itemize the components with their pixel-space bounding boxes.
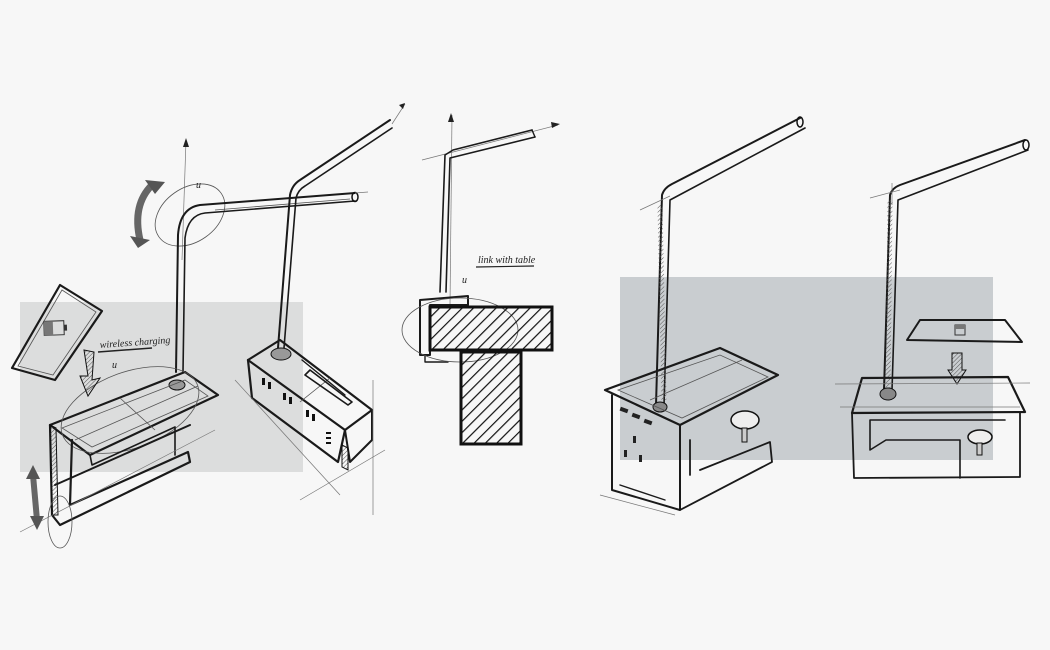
up-down-arrow-icon xyxy=(26,465,44,530)
right-background-panel xyxy=(620,277,993,460)
sketch-lamp-c: u link with table xyxy=(401,113,560,446)
power-strip-base xyxy=(246,338,374,471)
sketch-lamp-d xyxy=(599,116,806,516)
wireless-charging-label: wireless charging xyxy=(99,335,170,351)
down-arrow-icon xyxy=(79,349,102,398)
battery-icon xyxy=(43,320,68,336)
left-background-panel xyxy=(20,302,303,472)
rotate-mark: u xyxy=(196,180,201,191)
charging-pad xyxy=(906,319,1023,343)
link-with-table-label: link with table xyxy=(478,255,536,266)
sketch-lamp-b xyxy=(234,103,406,515)
svg-text:u: u xyxy=(112,360,117,371)
sketch-lamp-e xyxy=(834,139,1031,479)
charging-tray: u xyxy=(48,360,220,457)
phone-icon xyxy=(10,283,104,382)
down-arrow-icon xyxy=(947,352,967,385)
sketch-lamp-a: u u xyxy=(10,138,369,549)
svg-text:u: u xyxy=(462,275,467,286)
socket-base xyxy=(603,346,780,511)
rotate-arrow-icon xyxy=(130,180,165,248)
